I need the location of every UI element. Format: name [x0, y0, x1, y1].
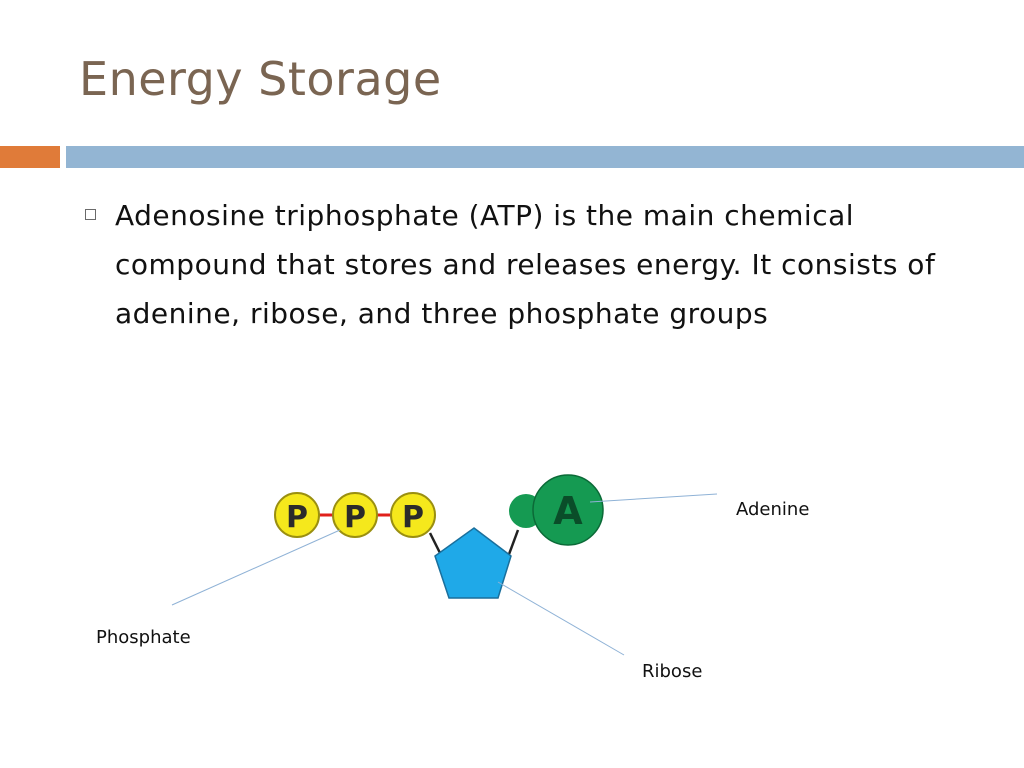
- phosphate-label: Phosphate: [96, 627, 191, 648]
- svg-text:P: P: [344, 500, 366, 535]
- bullet-text: Adenosine triphosphate (ATP) is the main…: [115, 199, 936, 330]
- accent-bar-orange: [0, 146, 60, 168]
- adenine-ribose-bond: [506, 529, 520, 558]
- phosphate-group-1: P: [274, 492, 320, 538]
- slide-title: Energy Storage: [79, 52, 442, 106]
- ribose-label: Ribose: [642, 661, 702, 682]
- phosphate-group-3: P: [390, 492, 436, 538]
- adenine-base: A: [509, 474, 604, 546]
- svg-text:P: P: [286, 500, 308, 535]
- adenine-label: Adenine: [736, 499, 809, 520]
- ribose-pentagon: [434, 527, 512, 599]
- adenine-leader-line: [589, 493, 718, 503]
- bullet-square-icon: [85, 209, 96, 220]
- phosphate-group-2: P: [332, 492, 378, 538]
- phosphate-leader-line: [171, 529, 341, 606]
- ribose-leader-line: [497, 581, 625, 656]
- svg-text:A: A: [553, 489, 583, 533]
- accent-bar-blue: [66, 146, 1024, 168]
- svg-text:P: P: [402, 500, 424, 535]
